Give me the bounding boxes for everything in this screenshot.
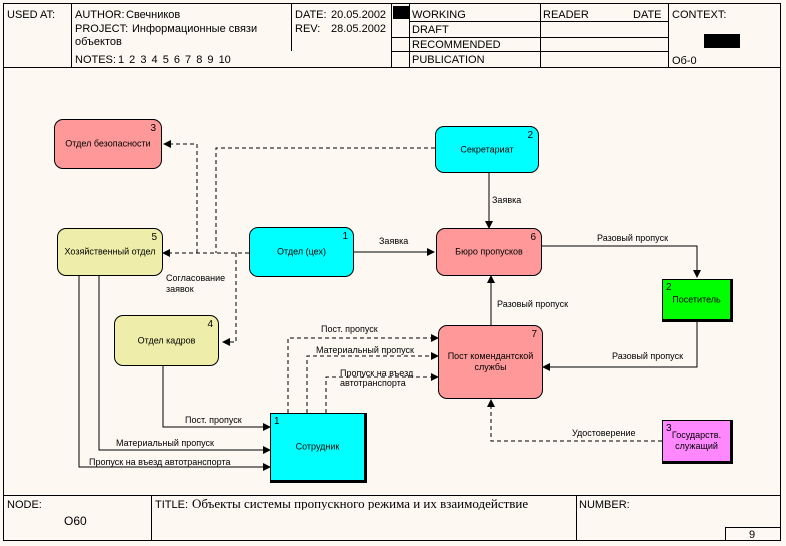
- activity-hr[interactable]: 4 Отдел кадров: [114, 315, 219, 366]
- rev-label: REV:: [295, 23, 321, 35]
- activity-label: Бюро пропусков: [455, 246, 523, 257]
- arrow-household-to-employee-vehicle: [78, 275, 271, 471]
- activity-number: 7: [531, 329, 537, 340]
- title-label: TITLE:: [155, 499, 189, 511]
- activity-number: 6: [530, 232, 536, 243]
- author-label: AUTHOR:: [75, 9, 125, 21]
- reader-date-label: DATE: [633, 9, 662, 21]
- external-number: 3: [666, 423, 672, 434]
- label-agreement-line2: заявок: [166, 284, 194, 294]
- label-id-card: Удостоверение: [572, 428, 636, 438]
- label-vehicle-line2: автотранспорта: [340, 378, 406, 388]
- arrow-employee-to-commandant-perm: [287, 334, 439, 413]
- working-status-marker: [393, 6, 409, 19]
- label-perm-pass-hr: Пост. пропуск: [185, 415, 242, 425]
- arrow-employee-to-commandant-vehicle: [325, 373, 439, 413]
- activity-pass-bureau[interactable]: 6 Бюро пропусков: [436, 228, 542, 276]
- activity-label: Секретариат: [460, 144, 514, 154]
- activity-number: 1: [342, 231, 348, 242]
- number-label: NUMBER:: [579, 499, 630, 511]
- arrow-hr-to-employee: [162, 366, 271, 431]
- date-label: DATE:: [295, 9, 327, 21]
- activity-number: 2: [527, 130, 533, 141]
- external-label: Посетитель: [672, 294, 721, 304]
- label-one-time-to-visitor: Разовый пропуск: [597, 233, 669, 243]
- arrow-secretariat-to-household: [215, 147, 435, 253]
- status-working: WORKING: [412, 9, 466, 21]
- label-perm-pass-commandant: Пост. пропуск: [321, 324, 378, 334]
- external-number: 2: [666, 282, 672, 293]
- context-label: CONTEXT:: [672, 9, 727, 21]
- label-one-time-from-visitor: Разовый пропуск: [612, 351, 684, 361]
- rev-value: 28.05.2002: [331, 23, 387, 35]
- external-label: Государств. служащий: [671, 430, 722, 451]
- context-thumbnail: [704, 34, 740, 48]
- arrow-state-to-commandant: [487, 399, 662, 442]
- activity-number: 4: [207, 319, 213, 330]
- label-vehicle-line1: Пропуск на въезд: [340, 368, 414, 378]
- context-node: Об-0: [672, 55, 697, 67]
- date-value: 20.05.2002: [331, 9, 387, 21]
- external-label: Сотрудник: [295, 441, 340, 452]
- page-number: 9: [749, 529, 756, 541]
- label-request-department: Заявка: [379, 236, 409, 246]
- arrow-employee-to-commandant-material: [306, 352, 439, 413]
- author-value: Свечников: [126, 9, 181, 21]
- external-state[interactable]: 3 Государств. служащий: [662, 420, 733, 464]
- activity-label: Отдел безопасности: [65, 138, 151, 149]
- status-draft: DRAFT: [412, 24, 449, 36]
- activity-label: Пост комендантской службы: [447, 351, 534, 372]
- activity-department[interactable]: 1 Отдел (цех): [249, 227, 354, 277]
- label-material-commandant: Материальный пропуск: [316, 345, 414, 355]
- diagram-title: Объекты системы пропускного режима и их …: [192, 498, 529, 510]
- label-vehicle-household: Пропуск на въезд автотранспорта: [89, 457, 231, 467]
- activity-number: 5: [151, 232, 157, 243]
- label-request-secretariat: Заявка: [492, 195, 522, 205]
- notes-value: 1 2 3 4 5 6 7 8 9 10: [118, 54, 231, 66]
- external-employee[interactable]: 1 Сотрудник: [270, 413, 367, 483]
- arrow-to-hr: [222, 253, 237, 346]
- node-label: NODE:: [7, 499, 42, 511]
- status-recommended: RECOMMENDED: [412, 39, 501, 51]
- project-value-line1: Информационные связи: [132, 23, 258, 35]
- diagram-frame: [3, 3, 781, 541]
- external-number: 1: [274, 416, 280, 427]
- project-value-line2: объектов: [75, 36, 122, 48]
- status-publication: PUBLICATION: [412, 54, 485, 66]
- activity-household[interactable]: 5 Хозяйственный отдел: [57, 228, 163, 276]
- label-agreement-line1: Согласование: [166, 273, 226, 283]
- project-label: PROJECT:: [75, 23, 129, 35]
- arrow-household-to-security: [163, 140, 198, 253]
- arrow-bureau-to-visitor: [542, 245, 701, 278]
- label-one-time-to-bureau: Разовый пропуск: [497, 299, 569, 309]
- activity-secretariat[interactable]: 2 Секретариат: [435, 126, 539, 173]
- arrow-household-to-employee-material: [98, 275, 271, 454]
- activity-label: Хозяйственный отдел: [64, 246, 156, 257]
- notes-label: NOTES:: [75, 54, 116, 66]
- label-material-household: Материальный пропуск: [116, 438, 214, 448]
- activity-label: Отдел (цех): [277, 246, 326, 257]
- activity-label: Отдел кадров: [137, 335, 196, 345]
- activity-security[interactable]: 3 Отдел безопасности: [54, 119, 162, 169]
- arrow-visitor-to-commandant: [542, 322, 698, 371]
- external-visitor[interactable]: 2 Посетитель: [662, 279, 733, 322]
- used-at-label: USED AT:: [7, 9, 56, 21]
- activity-number: 3: [150, 123, 156, 134]
- reader-label: READER: [543, 9, 589, 21]
- node-value: О60: [64, 514, 87, 528]
- activity-commandant[interactable]: 7 Пост комендантской службы: [438, 325, 543, 399]
